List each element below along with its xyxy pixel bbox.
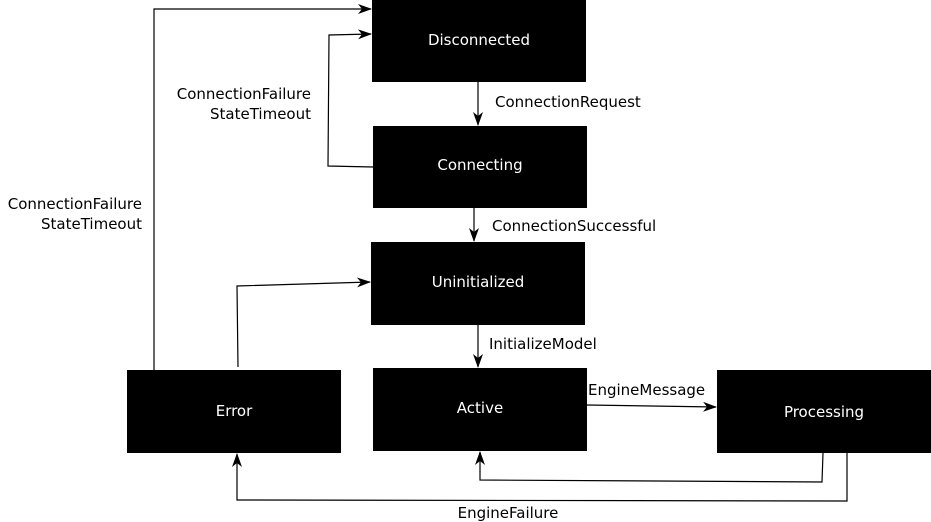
state-active-label: Active (457, 399, 503, 417)
label-initialize-model: InitializeModel (489, 335, 597, 353)
state-error-label: Error (216, 402, 253, 420)
label-connection-request: ConnectionRequest (495, 93, 641, 111)
edge-error-to-disconnected (153, 4, 372, 370)
edge-processing-to-error (232, 453, 848, 502)
label-error-failure-line1: ConnectionFailure (8, 195, 142, 213)
edge-processing-to-active (475, 451, 824, 483)
label-connecting-failure-line1: ConnectionFailure (177, 85, 311, 103)
label-connecting-failure-line2: StateTimeout (210, 105, 311, 123)
state-error: Error (127, 370, 341, 453)
state-active: Active (373, 368, 587, 451)
label-engine-failure: EngineFailure (458, 504, 559, 522)
edge-error-to-uninitialized (236, 277, 371, 368)
state-processing: Processing (717, 370, 931, 453)
state-disconnected-label: Disconnected (428, 31, 530, 49)
edge-connecting-to-disconnected (327, 29, 374, 168)
state-uninitialized-label: Uninitialized (432, 273, 525, 291)
state-processing-label: Processing (784, 403, 864, 421)
label-error-failure-line2: StateTimeout (41, 215, 142, 233)
state-connecting: Connecting (373, 126, 587, 208)
edge-active-to-processing (586, 401, 717, 412)
state-uninitialized: Uninitialized (371, 242, 585, 325)
label-engine-message: EngineMessage (588, 381, 705, 399)
state-connecting-label: Connecting (437, 156, 522, 174)
state-disconnected: Disconnected (372, 0, 586, 82)
label-connection-successful: ConnectionSuccessful (492, 217, 656, 235)
